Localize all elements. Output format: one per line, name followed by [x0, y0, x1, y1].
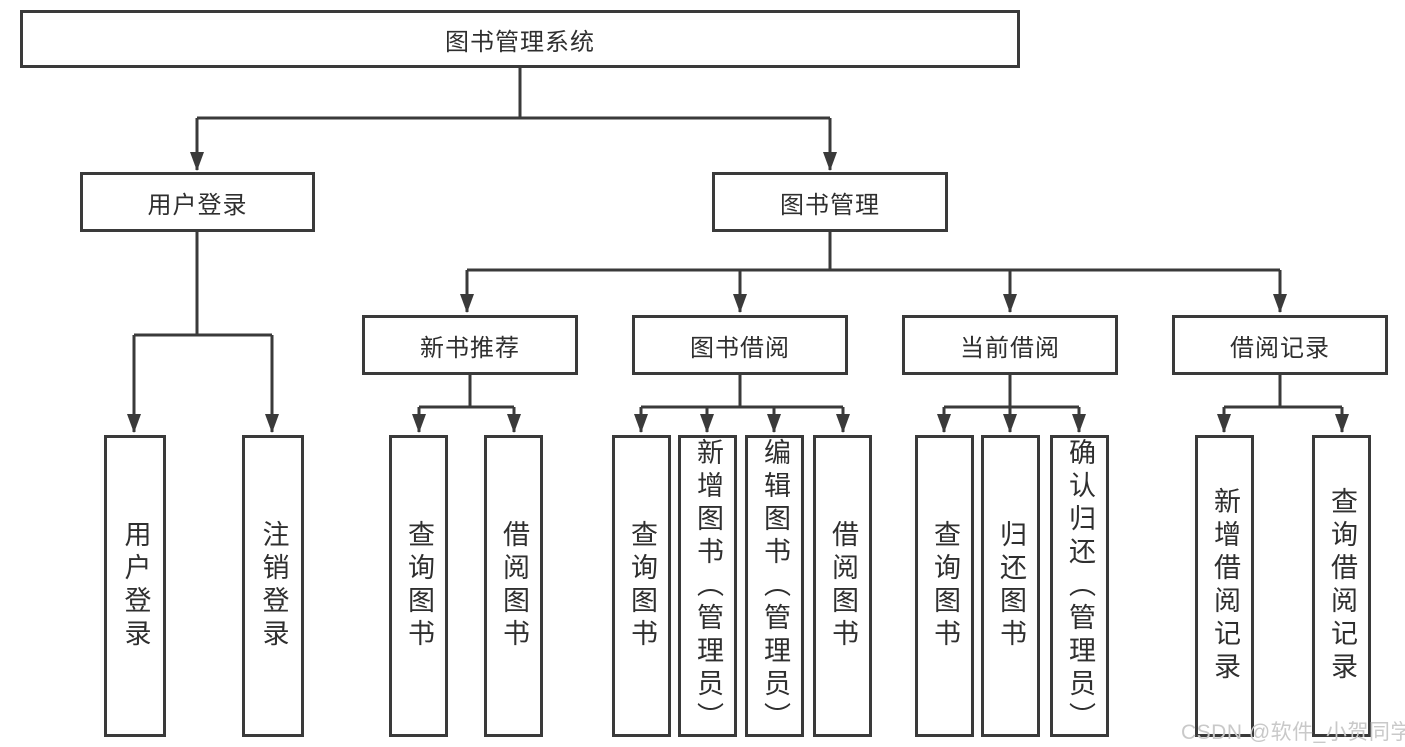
- node-edit-book-admin: 编辑图书（管理员）: [745, 435, 804, 737]
- node-label: 查询图书: [627, 520, 657, 652]
- node-label: 查询图书: [930, 520, 960, 652]
- node-borrowing-records: 借阅记录: [1172, 315, 1388, 375]
- node-borrow-books-leaf: 借阅图书: [813, 435, 872, 737]
- node-query-books-current: 查询图书: [915, 435, 974, 737]
- node-confirm-return-admin: 确认归还（管理员）: [1050, 435, 1109, 737]
- node-query-borrow-record: 查询借阅记录: [1312, 435, 1371, 737]
- node-logout-leaf: 注销登录: [242, 435, 304, 737]
- node-label: 注销登录: [258, 520, 289, 652]
- node-label: 查询图书: [404, 520, 434, 652]
- node-borrow-books-recommend: 借阅图书: [484, 435, 543, 737]
- node-label: 用户登录: [147, 191, 248, 219]
- node-book-borrowing: 图书借阅: [632, 315, 848, 375]
- node-query-books-borrow: 查询图书: [612, 435, 671, 737]
- node-add-borrow-record: 新增借阅记录: [1195, 435, 1254, 737]
- node-label: 新增图书（管理员）: [693, 437, 723, 735]
- node-label: 查询借阅记录: [1327, 487, 1357, 685]
- node-new-book-recommend: 新书推荐: [362, 315, 578, 375]
- node-root-system: 图书管理系统: [20, 10, 1020, 68]
- node-label: 借阅图书: [828, 520, 858, 652]
- node-query-books-recommend: 查询图书: [389, 435, 448, 737]
- node-label: 确认归还（管理员）: [1065, 437, 1095, 735]
- node-return-book: 归还图书: [981, 435, 1040, 737]
- node-user-login-branch: 用户登录: [80, 172, 315, 232]
- node-user-login-leaf: 用户登录: [104, 435, 166, 737]
- node-book-management-branch: 图书管理: [712, 172, 948, 232]
- csdn-watermark: CSDN @软件_小贺同学: [1181, 721, 1405, 744]
- node-label: 编辑图书（管理员）: [760, 437, 790, 735]
- node-label: 当前借阅: [960, 334, 1060, 362]
- node-label: 新书推荐: [420, 334, 520, 362]
- node-label: 新增借阅记录: [1210, 487, 1240, 685]
- node-label: 借阅记录: [1230, 334, 1330, 362]
- node-label: 图书借阅: [690, 334, 790, 362]
- node-label: 图书管理: [780, 191, 880, 219]
- node-label: 借阅图书: [499, 520, 529, 652]
- node-root-label: 图书管理系统: [445, 28, 595, 56]
- node-add-book-admin: 新增图书（管理员）: [678, 435, 737, 737]
- node-label: 用户登录: [120, 520, 151, 652]
- node-label: 归还图书: [996, 520, 1026, 652]
- node-current-borrowing: 当前借阅: [902, 315, 1118, 375]
